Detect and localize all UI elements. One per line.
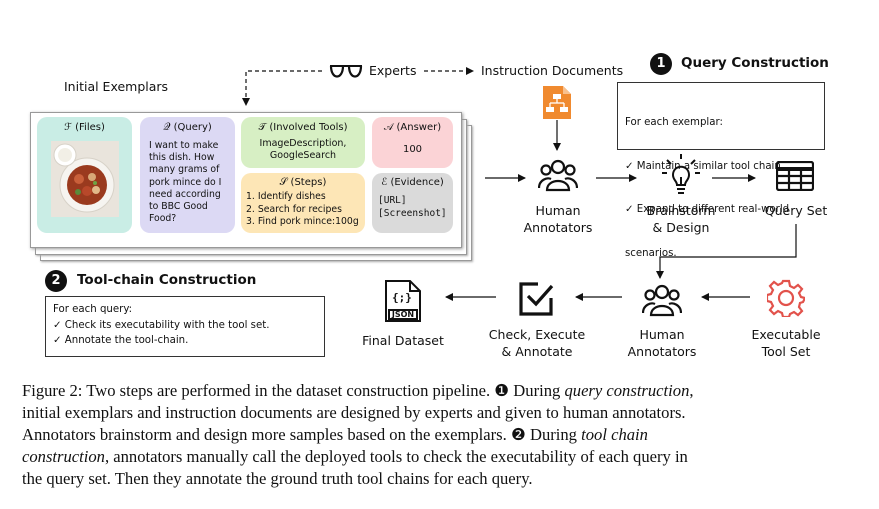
evidence-title: ℰ (Evidence) xyxy=(381,177,444,188)
figure-caption: Figure 2: Two steps are performed in the… xyxy=(22,381,694,488)
answer-card: 𝒜 (Answer) 100 xyxy=(372,117,453,168)
query-set-table-icon xyxy=(775,160,815,195)
steps-card: 𝒮 (Steps) 1. Identify dishes 2. Search f… xyxy=(241,173,365,233)
evidence-text: [URL] [Screenshot] xyxy=(378,195,447,219)
human-annotators-icon-2 xyxy=(641,283,683,321)
gear-icon xyxy=(765,279,807,321)
answer-value: 100 xyxy=(402,144,423,155)
figure-label: Figure 2: xyxy=(22,381,83,400)
stage2-number-badge: 2 xyxy=(45,270,67,292)
check-execute-label: Check, Execute & Annotate xyxy=(488,327,586,359)
tools-card: 𝒯 (Involved Tools) ImageDescription, Goo… xyxy=(241,117,365,168)
json-tag: JSON xyxy=(391,310,415,319)
answer-title: 𝒜 (Answer) xyxy=(383,122,442,133)
stage2-instructions-box: For each query: ✓ Check its executabilit… xyxy=(45,296,325,357)
glasses-icon xyxy=(328,62,364,86)
json-braces: {;} xyxy=(392,291,412,304)
instruction-documents-label: Instruction Documents xyxy=(481,63,624,78)
human-annotators-label-1: Human Annotators xyxy=(523,203,593,235)
instruction-document-icon xyxy=(543,86,571,123)
stage1-instructions-box: For each exemplar: ✓ Maintain a similar … xyxy=(617,82,825,259)
steps-title: 𝒮 (Steps) xyxy=(279,177,327,188)
evidence-card: ℰ (Evidence) [URL] [Screenshot] xyxy=(372,173,453,233)
lightbulb-icon xyxy=(662,154,700,198)
stage1-number-badge: 1 xyxy=(650,53,672,75)
json-file-icon: {;} JSON xyxy=(385,280,421,322)
initial-exemplars-label: Initial Exemplars xyxy=(64,79,169,94)
query-title: 𝒬 (Query) xyxy=(163,122,212,133)
steps-text: 1. Identify dishes 2. Search for recipes… xyxy=(246,191,359,227)
brainstorm-label: Brainstorm & Design xyxy=(646,203,716,235)
tools-text: ImageDescription, GoogleSearch xyxy=(259,138,347,161)
stage1-title: Query Construction xyxy=(681,55,829,71)
checklist-icon xyxy=(518,281,554,321)
files-title: ℱ (Files) xyxy=(64,122,105,133)
query-text: I want to make this dish. How many grams… xyxy=(149,140,222,225)
food-image xyxy=(51,141,119,217)
tools-title: 𝒯 (Involved Tools) xyxy=(258,122,348,133)
query-card: 𝒬 (Query) I want to make this dish. How … xyxy=(140,117,235,233)
human-annotators-label-2: Human Annotators xyxy=(627,327,697,359)
stage2-title: Tool-chain Construction xyxy=(77,272,257,288)
final-dataset-label: Final Dataset xyxy=(362,333,444,348)
experts-label: Experts xyxy=(369,63,417,78)
executable-tool-set-label: Executable Tool Set xyxy=(751,327,821,359)
human-annotators-icon xyxy=(537,158,579,196)
query-set-label: Query Set xyxy=(764,203,828,218)
files-card: ℱ (Files) xyxy=(37,117,132,233)
